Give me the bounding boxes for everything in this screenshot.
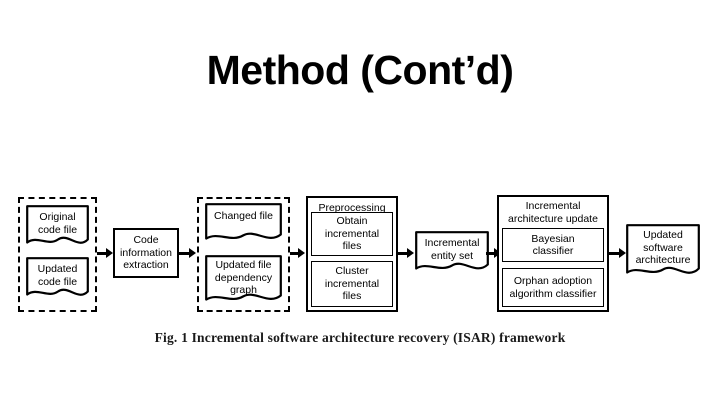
box-cluster-incremental-files: Cluster incremental files <box>311 261 393 307</box>
box-label-line1: Code <box>133 234 159 247</box>
document-original-code-file: Original code file <box>26 205 89 251</box>
box-label-line2: algorithm classifier <box>509 287 597 300</box>
arch-update-title-line1: Incremental <box>525 200 581 212</box>
document-shape-icon <box>415 231 489 270</box>
box-code-information-extraction: Code information extraction <box>113 228 179 278</box>
figure-caption: Fig. 1 Incremental software architecture… <box>154 330 566 345</box>
document-incremental-entity-set: Incremental entity set <box>415 231 489 279</box>
box-label-line1: Cluster <box>335 265 369 278</box>
document-shape-icon <box>205 203 282 240</box>
changed-artifacts-group <box>197 197 290 312</box>
preprocessing-title: Preprocessing <box>318 202 386 214</box>
input-code-files-group <box>18 197 97 312</box>
box-label-line2: incremental <box>324 277 380 290</box>
box-orphan-adoption-algorithm-classifier: Orphan adoption algorithm classifier <box>502 268 604 307</box>
box-label-line3: files <box>342 240 362 253</box>
box-label-line2: information <box>120 246 172 259</box>
box-label-line1: Obtain <box>336 215 368 228</box>
box-label-line2: incremental <box>324 227 380 240</box>
page-title: Method (Cont’d) <box>206 47 514 93</box>
document-shape-icon <box>626 224 700 274</box>
document-shape-icon <box>26 205 89 244</box>
box-obtain-incremental-files: Obtain incremental files <box>311 212 393 256</box>
box-label-line1: Bayesian <box>531 232 575 245</box>
document-shape-icon <box>205 255 282 301</box>
arch-update-title-line2: architecture update <box>508 212 598 225</box>
box-label-line3: files <box>342 290 362 303</box>
document-updated-file-dependency-graph: Updated file dependency graph <box>205 255 282 307</box>
box-bayesian-classifier: Bayesian classifier <box>502 228 604 262</box>
box-label-line1: Orphan adoption <box>513 275 593 287</box>
document-updated-software-architecture: Updated software architecture <box>626 224 700 284</box>
document-updated-code-file: Updated code file <box>26 257 89 303</box>
box-label-line3: extraction <box>123 259 169 272</box>
document-changed-file: Changed file <box>205 203 282 246</box>
box-label-line2: classifier <box>532 245 574 257</box>
document-shape-icon <box>26 257 89 296</box>
